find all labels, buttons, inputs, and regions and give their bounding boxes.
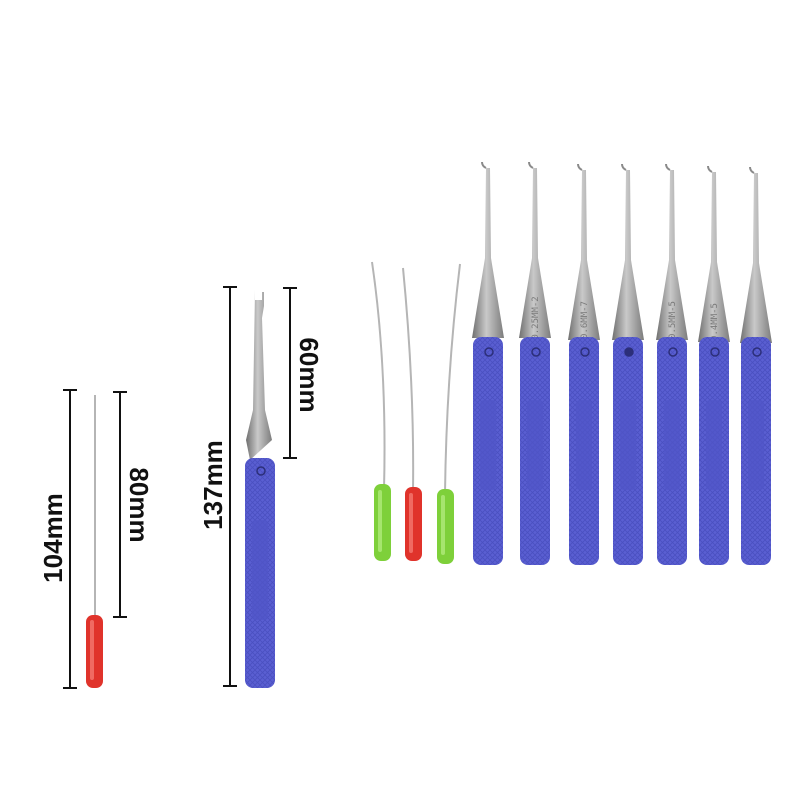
dimension-line-137: 137mm (198, 286, 237, 687)
tension-wire-green-3 (437, 263, 461, 564)
label-137mm: 137mm (198, 440, 228, 530)
dimension-line-60: 60mm (283, 287, 324, 459)
pick-7 (740, 166, 772, 565)
tension-wire-green-1 (371, 261, 391, 561)
pick-stamp: 0.4MM-5 (710, 303, 720, 341)
tension-wire-red-2 (402, 267, 422, 561)
pick-2: 0.25MM-2 (519, 161, 551, 565)
dimension-line-80: 80mm (113, 391, 154, 618)
pick-1 (472, 161, 504, 565)
label-80mm: 80mm (124, 467, 154, 542)
pick-stamp: 0.25MM-2 (531, 296, 541, 339)
label-60mm: 60mm (294, 337, 324, 412)
pick-4 (612, 163, 644, 565)
pick-stamp: 0.6MM-7 (580, 301, 590, 339)
hook-pick-measured (245, 290, 275, 688)
pick-stamp: 0.5MM-5 (668, 301, 678, 339)
pick-6: 0.4MM-5 (698, 165, 730, 565)
tension-wire-red (86, 395, 103, 688)
label-104mm: 104mm (38, 493, 68, 583)
pick-3: 0.6MM-7 (568, 163, 600, 565)
dimension-line-104: 104mm (38, 389, 77, 689)
pick-5: 0.5MM-5 (656, 163, 688, 565)
pick-set: 0.25MM-2 0.6MM-7 0.5MM-5 0.4MM-5 (472, 161, 772, 565)
